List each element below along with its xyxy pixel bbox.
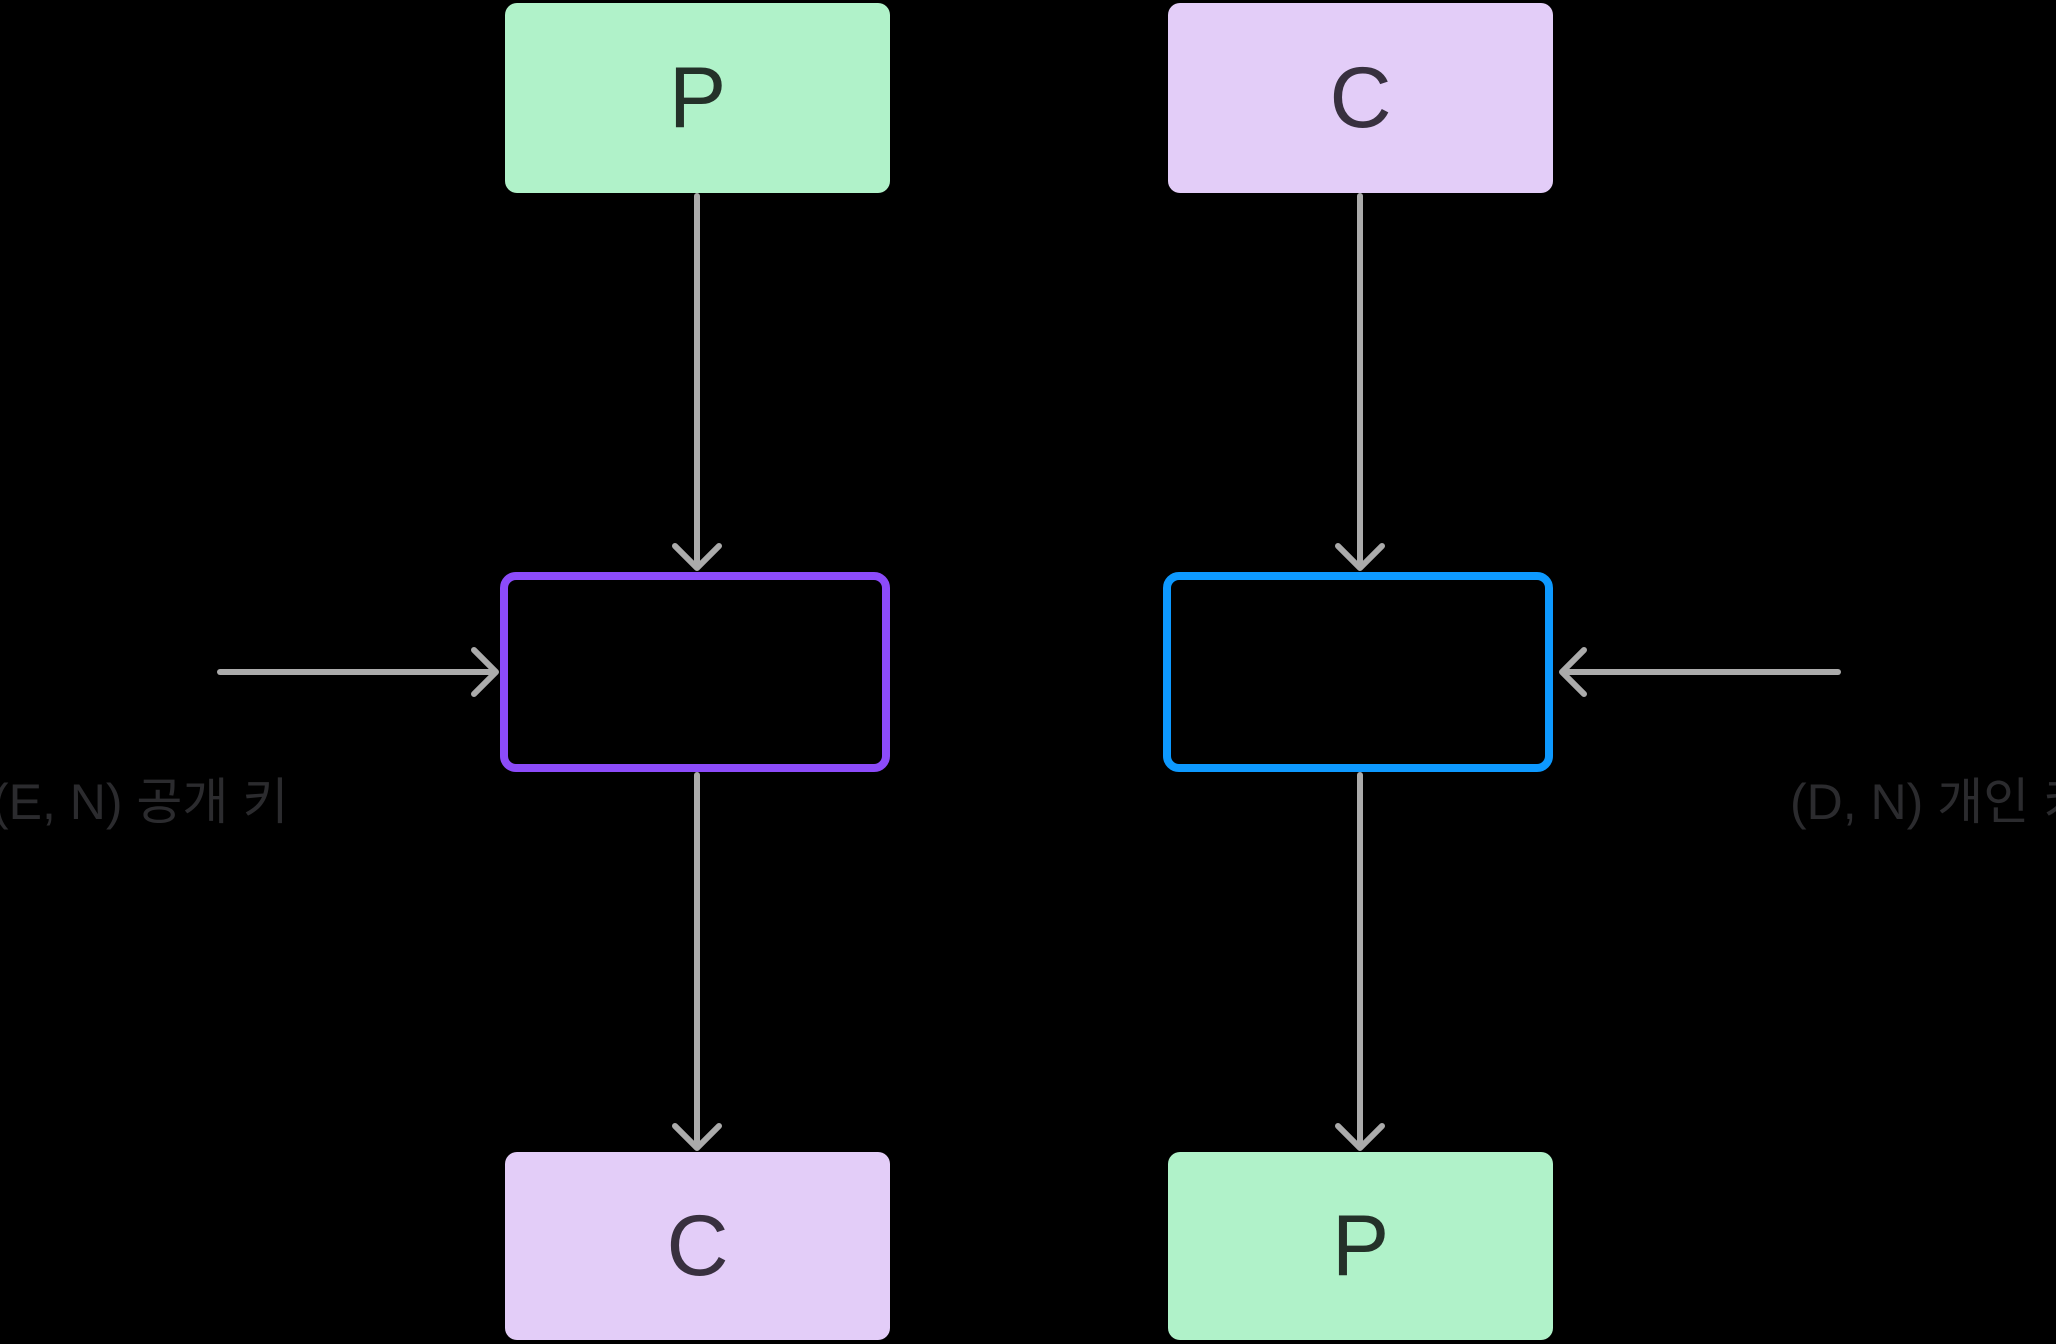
encrypt-process-box xyxy=(500,572,890,772)
arrow-public-key-into-process xyxy=(217,647,499,697)
plaintext-label: P xyxy=(668,50,727,146)
ciphertext-label: C xyxy=(1329,50,1392,146)
ciphertext-label: C xyxy=(666,1198,729,1294)
plaintext-label: P xyxy=(1331,1198,1390,1294)
node-plaintext-input-left: P xyxy=(505,3,890,193)
node-ciphertext-input-right: C xyxy=(1168,3,1553,193)
arrow-right-input-to-process xyxy=(1335,193,1385,571)
arrow-left-input-to-process xyxy=(672,193,722,571)
node-plaintext-output-right: P xyxy=(1168,1152,1553,1340)
arrow-right-process-to-output xyxy=(1335,772,1385,1151)
arrow-left-process-to-output xyxy=(672,772,722,1151)
private-key-label: (D, N) 개인 키 xyxy=(1790,774,2056,830)
public-key-label: (E, N) 공개 키 xyxy=(0,774,289,830)
decrypt-process-box xyxy=(1163,572,1553,772)
arrow-private-key-into-process xyxy=(1559,647,1841,697)
node-ciphertext-output-left: C xyxy=(505,1152,890,1340)
